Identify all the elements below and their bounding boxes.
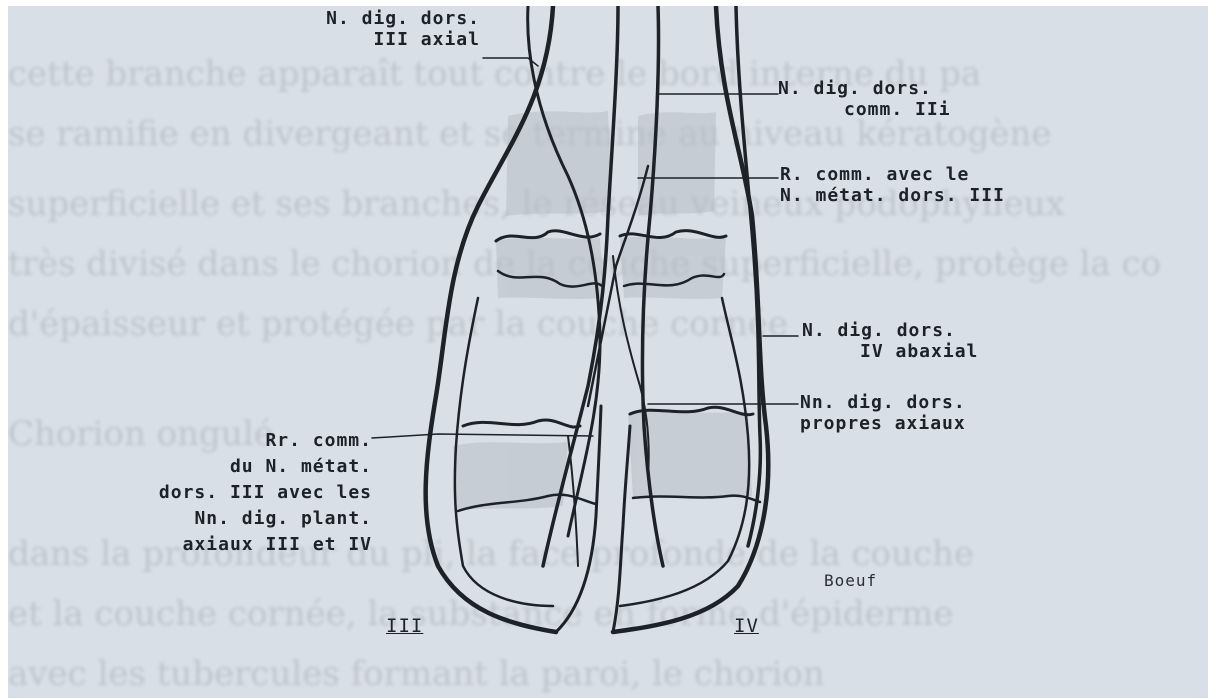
label-nn-dig-dors-propres: Nn. dig. dors.propres axiaux [800,392,966,434]
digit-iii-outer-contour [426,6,556,632]
digit-iv-outer-contour [613,6,768,632]
label-line: Rr. comm. [265,430,372,451]
label-line: N. métat. dors. III [780,185,1005,206]
label-n-dig-dors-iii-axial: N. dig. dors.III axial [326,8,480,50]
label-n-dig-dors-iv-abaxial: N. dig. dors.IV abaxial [802,320,978,362]
label-line: N. dig. dors. [802,320,956,341]
label-line: du N. métat. [230,456,372,477]
digit-iii-axial-contour [556,406,601,632]
label-line: IV abaxial [860,341,978,362]
digit-iv-axial-contour [613,426,630,632]
label-species: Boeuf [824,570,877,591]
label-line: N. dig. dors. [778,78,932,99]
label-line: comm. IIi [844,99,951,120]
label-digit-iii: III [386,616,423,637]
label-digit-iv: IV [734,616,759,637]
label-line: propres axiaux [800,413,966,434]
label-line: N. dig. dors. [326,8,480,29]
label-line: axiaux III et IV [183,534,372,555]
leader-line [372,434,593,438]
label-line: Nn. dig. dors. [800,392,966,413]
label-line: dors. III avec les [159,482,372,503]
label-line: Nn. dig. plant. [194,508,372,529]
photographed-page: cette branche apparaît tout contre le bo… [8,6,1208,698]
label-line: R. comm. avec le [780,164,969,185]
bovine-digit-nerve-diagram [8,6,1208,698]
label-line: III axial [373,29,480,50]
label-n-dig-dors-comm-iii: N. dig. dors.comm. IIi [778,78,951,120]
